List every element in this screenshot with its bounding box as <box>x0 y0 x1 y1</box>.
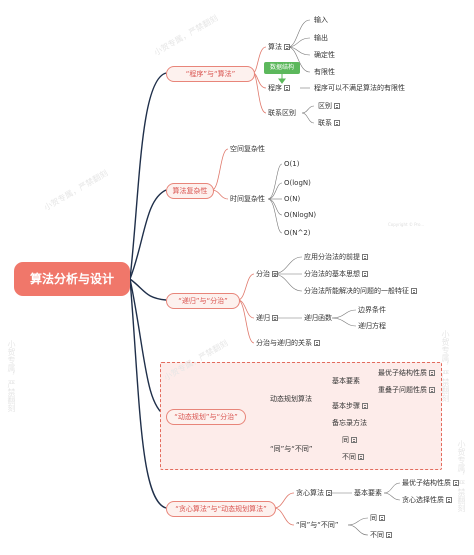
node-recursive-equation[interactable]: 递归方程 <box>358 322 386 330</box>
node-recursive-function[interactable]: 递归函数 <box>304 314 332 322</box>
note-icon <box>386 532 392 538</box>
note-icon <box>453 480 459 486</box>
branch-recursion-divide[interactable]: “递归”与“分治” <box>166 293 240 309</box>
note-icon <box>379 515 385 521</box>
tag-data-structure[interactable]: 数据结构 <box>264 62 300 74</box>
node-greedy[interactable]: 贪心算法 <box>296 488 332 498</box>
node-algorithm[interactable]: 算法 <box>268 42 290 52</box>
note-icon <box>362 254 368 260</box>
node-memo[interactable]: 备忘录方法 <box>332 419 367 427</box>
node-dp-same-diff[interactable]: “同”与“不同” <box>270 445 313 453</box>
node-boundary-condition[interactable]: 边界条件 <box>358 306 386 314</box>
node-program-finiteness[interactable]: 程序可以不满足算法的有限性 <box>314 84 405 92</box>
node-diff-relation[interactable]: 联系区别 <box>268 109 296 117</box>
note-icon <box>272 271 278 277</box>
note-icon <box>351 437 357 443</box>
note-icon <box>429 387 435 393</box>
node-dp-steps[interactable]: 基本步骤 <box>332 401 368 411</box>
watermark: 小贺专属，严禁翻刻 <box>441 330 450 402</box>
note-icon <box>284 85 290 91</box>
node-ologn[interactable]: O(logN) <box>284 179 311 187</box>
root-branches <box>129 72 167 509</box>
branch-complexity[interactable]: 算法复杂性 <box>166 183 214 199</box>
node-divide[interactable]: 分治 <box>256 269 278 279</box>
note-icon <box>314 340 320 346</box>
node-divide-features[interactable]: 分治法所能解决的问题的一般特征 <box>304 286 417 296</box>
node-relation[interactable]: 联系 <box>318 118 340 128</box>
note-icon <box>411 288 417 294</box>
node-dp-algorithm[interactable]: 动态规划算法 <box>270 395 312 403</box>
node-overlapping-subproblems[interactable]: 重叠子问题性质 <box>378 385 435 395</box>
node-greedy-elements[interactable]: 基本要素 <box>354 489 382 497</box>
node-finiteness[interactable]: 有限性 <box>314 68 335 76</box>
node-o1[interactable]: O(1) <box>284 160 300 168</box>
node-space-complexity[interactable]: 空间复杂性 <box>230 145 265 153</box>
note-icon <box>362 403 368 409</box>
node-input[interactable]: 输入 <box>314 16 328 24</box>
branch-greedy-dp[interactable]: “贪心算法”与“动态规划算法” <box>166 501 276 517</box>
node-greedy-optimal-substructure[interactable]: 最优子结构性质 <box>402 478 459 488</box>
node-output[interactable]: 输出 <box>314 34 328 42</box>
node-divide-idea[interactable]: 分治法的基本思想 <box>304 269 368 279</box>
branch-dp-divide[interactable]: “动态规划”与“分治” <box>166 409 246 425</box>
note-icon <box>284 44 290 50</box>
node-greedy-same[interactable]: 同 <box>370 513 385 523</box>
note-icon <box>362 271 368 277</box>
watermark: 小贺专属，严禁翻刻 <box>457 440 466 512</box>
node-difference[interactable]: 区别 <box>318 101 340 111</box>
note-icon <box>272 315 278 321</box>
node-optimal-substructure[interactable]: 最优子结构性质 <box>378 368 435 378</box>
node-greedy-choice[interactable]: 贪心选择性质 <box>402 495 452 505</box>
root-node[interactable]: 算法分析与设计 <box>14 262 130 296</box>
note-icon <box>446 497 452 503</box>
node-greedy-same-diff[interactable]: “同”与“不同” <box>296 521 339 529</box>
node-dp-same[interactable]: 同 <box>342 435 357 445</box>
note-icon <box>429 370 435 376</box>
branch-program-algorithm[interactable]: “程序”与“算法” <box>166 66 255 82</box>
node-onlogn[interactable]: O(NlogN) <box>284 211 317 219</box>
node-time-complexity[interactable]: 时间复杂性 <box>230 195 265 203</box>
watermark: 小贺专属，严禁翻刻 <box>7 340 16 412</box>
node-on2[interactable]: O(N^2) <box>284 229 311 237</box>
note-icon <box>334 120 340 126</box>
node-on[interactable]: O(N) <box>284 195 301 203</box>
node-determinism[interactable]: 确定性 <box>314 51 335 59</box>
copyright-text: Copyright © Pro... <box>388 222 425 227</box>
node-greedy-diff[interactable]: 不同 <box>370 530 392 540</box>
node-divide-premise[interactable]: 应用分治法的前提 <box>304 252 368 262</box>
note-icon <box>326 490 332 496</box>
node-dp-diff[interactable]: 不同 <box>342 452 364 462</box>
note-icon <box>334 103 340 109</box>
tag-arrow <box>278 74 286 84</box>
node-divide-recursion-relation[interactable]: 分治与递归的关系 <box>256 338 320 348</box>
node-dp-elements[interactable]: 基本要素 <box>332 377 360 385</box>
node-program[interactable]: 程序 <box>268 83 290 93</box>
node-recursion[interactable]: 递归 <box>256 313 278 323</box>
note-icon <box>358 454 364 460</box>
